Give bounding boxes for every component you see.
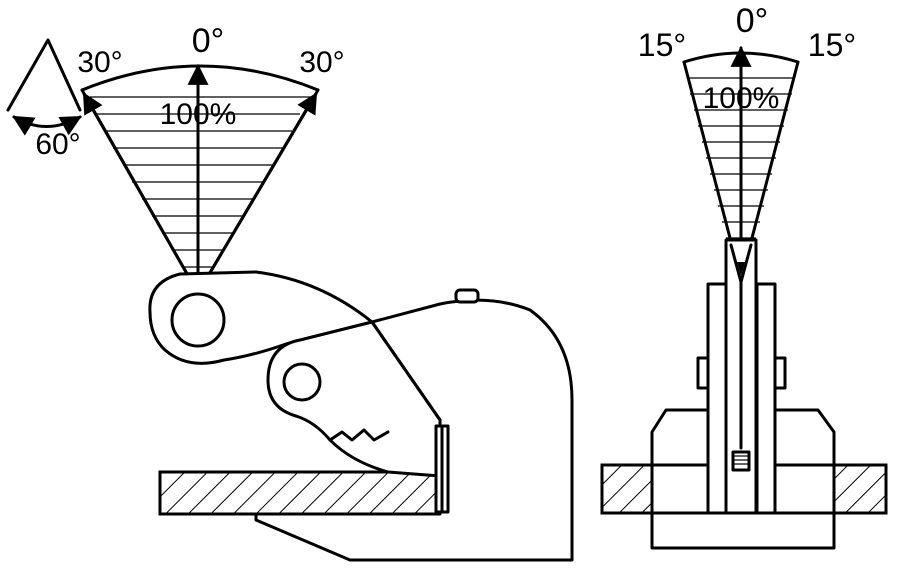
front-load-percent-label: 100% (703, 82, 780, 115)
shackle-front (724, 238, 758, 515)
angle-fan-side (80, 63, 320, 295)
side-view: 0° 30° 30° 100% 60° (6, 22, 574, 562)
pin-head-left (696, 356, 710, 390)
steel-plate-side (158, 470, 442, 516)
shackle-hole-side (170, 292, 226, 348)
hidden-edge-dashed (370, 320, 442, 422)
side-angle-right-label: 30° (299, 46, 344, 79)
side-load-percent-label: 100% (160, 98, 237, 131)
reference-angle-60 (6, 38, 82, 136)
shackle-side (148, 270, 374, 365)
side-total-angle-label: 60° (35, 128, 80, 161)
clamp-top-bolt (454, 288, 480, 304)
side-angle-center-label: 0° (192, 22, 225, 60)
front-angle-right-label: 15° (808, 27, 856, 63)
jaw-pad-side (434, 424, 450, 514)
front-angle-left-label: 15° (638, 27, 686, 63)
cam-arm-side (266, 320, 442, 478)
cam-pivot-hole-side (282, 362, 322, 402)
front-view: 0° 15° 15° 100% (600, 2, 888, 550)
side-angle-left-label: 30° (77, 46, 122, 79)
pin-head-right (773, 356, 787, 390)
clamp-body-side (254, 288, 574, 562)
front-angle-center-label: 0° (736, 2, 769, 40)
